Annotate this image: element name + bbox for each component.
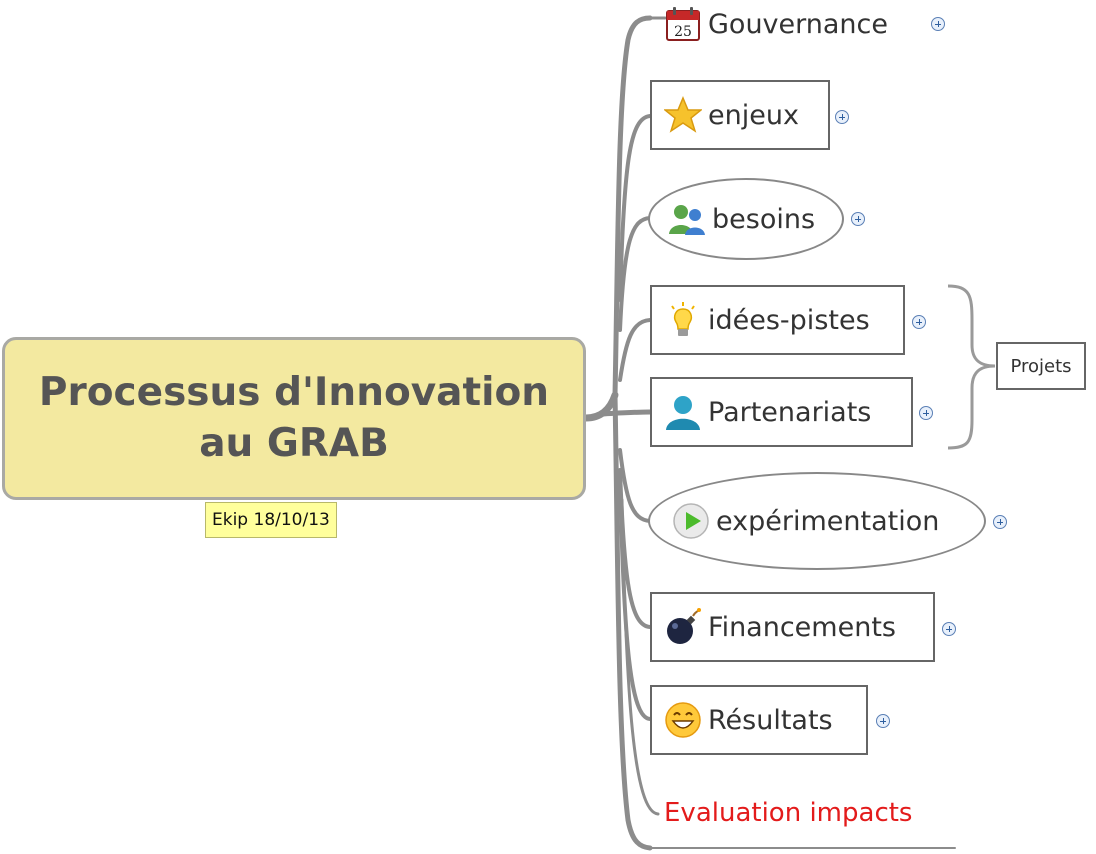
topic-label: Evaluation impacts: [664, 798, 913, 828]
boundary-brace: [947, 284, 996, 450]
topic-partenariats[interactable]: Partenariats: [650, 377, 913, 447]
svg-text:25: 25: [674, 24, 692, 40]
topic-label: idées-pistes: [708, 304, 870, 336]
topic-label: besoins: [712, 203, 816, 235]
play-icon: [673, 503, 709, 539]
topic-besoins[interactable]: besoins: [648, 178, 844, 260]
topic-financements[interactable]: Financements: [650, 592, 935, 662]
central-topic-title: Processus d'Innovation au GRAB: [38, 369, 550, 466]
central-topic[interactable]: Processus d'Innovation au GRAB: [2, 337, 586, 500]
topic-label: expérimentation: [716, 505, 940, 537]
boundary-label[interactable]: Projets: [996, 342, 1086, 390]
expand-icon[interactable]: [912, 315, 926, 329]
person-icon: [666, 396, 700, 430]
topic-resultats[interactable]: Résultats: [650, 685, 868, 755]
expand-icon[interactable]: [919, 406, 933, 420]
topic-experimentation[interactable]: expérimentation: [648, 472, 986, 570]
topic-label: Financements: [708, 611, 896, 643]
calendar-icon: 25: [666, 7, 700, 41]
topic-label: enjeux: [708, 99, 799, 131]
expand-icon[interactable]: [942, 622, 956, 636]
expand-icon[interactable]: [851, 212, 865, 226]
expand-icon[interactable]: [931, 17, 945, 31]
lightbulb-icon: [671, 302, 695, 336]
expand-icon[interactable]: [876, 714, 890, 728]
topic-label: Résultats: [708, 704, 833, 736]
bomb-icon: [667, 608, 701, 644]
topic-gouvernance[interactable]: 25 Gouvernance: [660, 2, 892, 46]
smiley-icon: [665, 702, 701, 738]
topic-label: Partenariats: [708, 396, 872, 428]
users-icon: [669, 205, 705, 235]
topic-idees-pistes[interactable]: idées-pistes: [650, 285, 905, 355]
expand-icon[interactable]: [993, 515, 1007, 529]
star-icon: [664, 96, 702, 133]
topic-evaluation-impacts[interactable]: Evaluation impacts: [660, 792, 916, 834]
topic-label: Gouvernance: [708, 8, 888, 40]
central-topic-note[interactable]: Ekip 18/10/13: [205, 502, 337, 538]
topic-enjeux[interactable]: enjeux: [650, 80, 830, 150]
expand-icon[interactable]: [835, 110, 849, 124]
